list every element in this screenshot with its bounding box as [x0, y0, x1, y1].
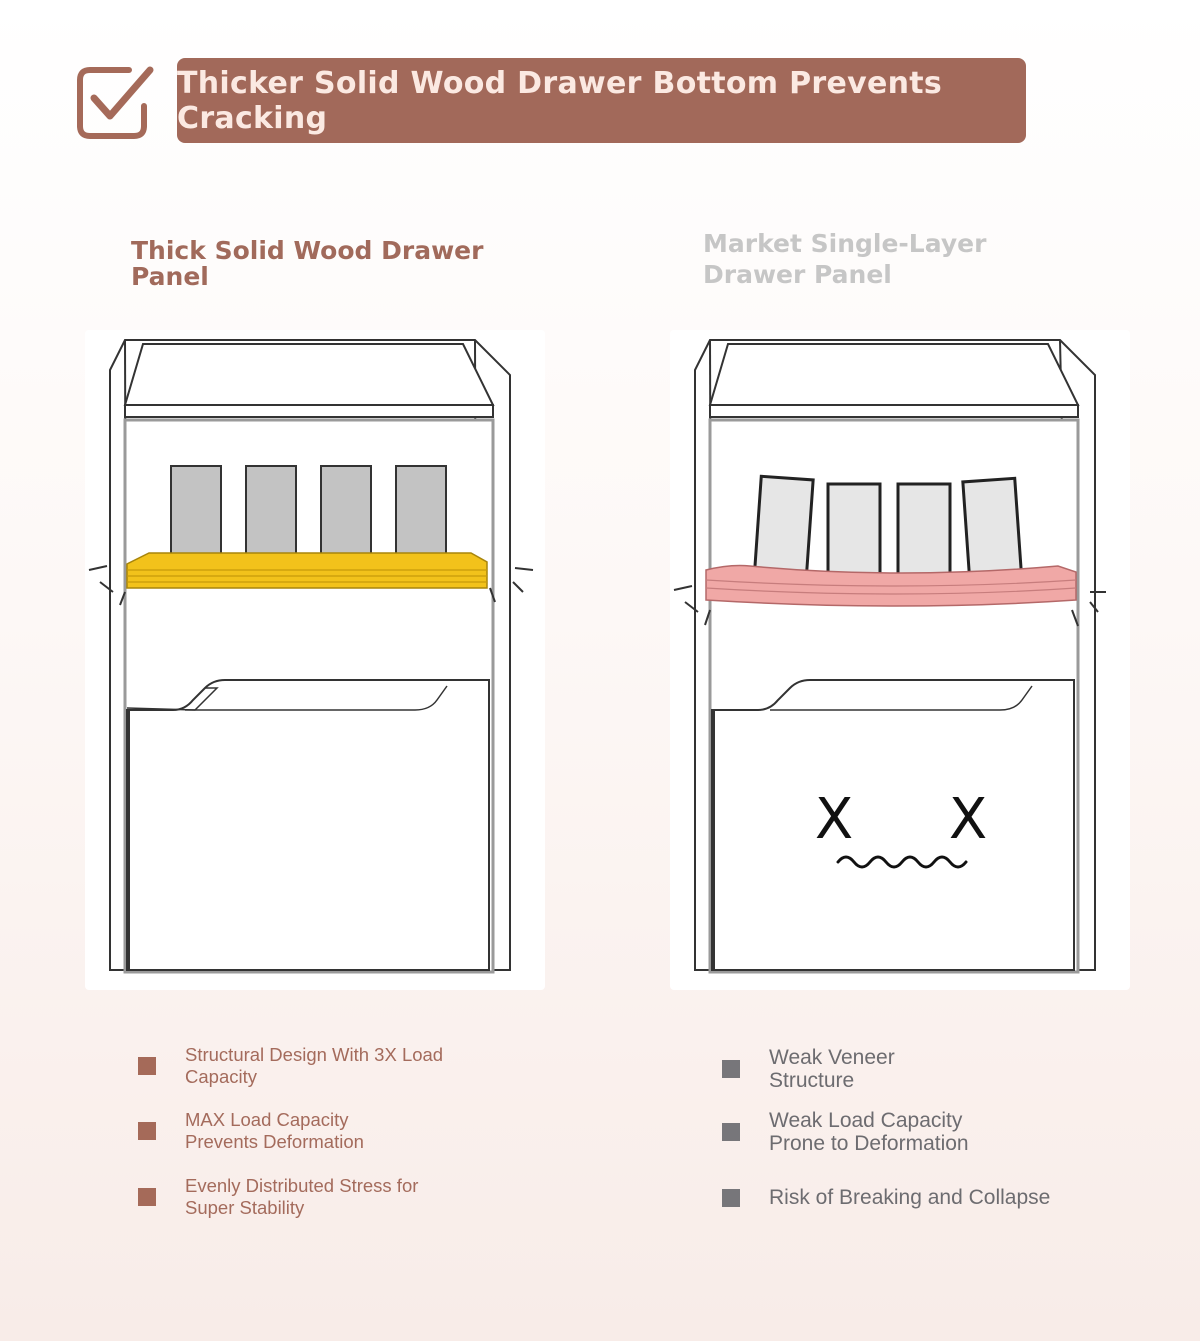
list-item: Risk of Breaking and Collapse: [722, 1186, 1050, 1209]
square-bullet-icon: [138, 1057, 156, 1075]
list-item: Weak Veneer Structure: [722, 1046, 895, 1092]
square-bullet-icon: [138, 1188, 156, 1206]
veneer-board: [705, 564, 1077, 607]
square-bullet-icon: [722, 1188, 740, 1207]
veneer-drawer-diagram: X X: [670, 330, 1130, 990]
square-bullet-icon: [722, 1123, 740, 1141]
list-item: Evenly Distributed Stress for Super Stab…: [138, 1175, 418, 1219]
book-stack: [170, 465, 447, 557]
right-panel-title: Market Single-Layer Drawer Panel: [703, 229, 987, 289]
title-banner: Thicker Solid Wood Drawer Bottom Prevent…: [177, 58, 1026, 143]
face-right-eye: X: [949, 787, 987, 852]
face-left-eye: X: [815, 787, 853, 852]
left-panel-title: Thick Solid Wood Drawer Panel: [131, 236, 484, 291]
page-title: Thicker Solid Wood Drawer Bottom Prevent…: [177, 65, 943, 136]
list-item: MAX Load Capacity Prevents Deformation: [138, 1109, 364, 1153]
checkbox-check-icon: [77, 66, 154, 139]
square-bullet-icon: [722, 1060, 740, 1078]
thick-drawer-diagram: [85, 330, 545, 990]
list-item: Structural Design With 3X Load Capacity: [138, 1044, 443, 1088]
square-bullet-icon: [138, 1122, 156, 1140]
list-item: Weak Load Capacity Prone to Deformation: [722, 1109, 969, 1155]
thick-wood-board: [126, 552, 488, 589]
sad-face-icon: X X: [815, 787, 987, 869]
